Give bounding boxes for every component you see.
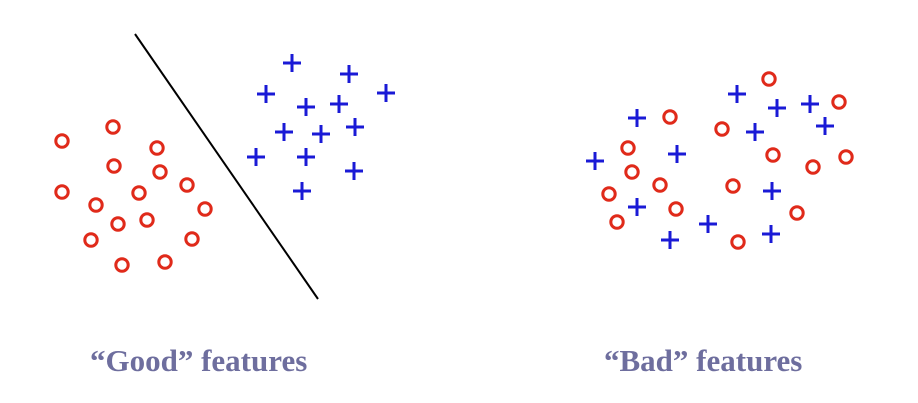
bad-features-scatter-plot <box>586 71 854 250</box>
plus-class-point <box>628 109 646 127</box>
plus-class-point <box>297 148 315 166</box>
circle-class-point <box>157 254 173 270</box>
circle-class-point <box>668 201 684 217</box>
circle-class-point <box>105 119 121 135</box>
circle-class-point <box>54 184 70 200</box>
circle-class-point <box>197 201 213 217</box>
plus-class-point <box>801 95 819 113</box>
bad-features-caption: “Bad” features <box>604 343 803 378</box>
plus-class-point <box>312 125 330 143</box>
circle-class-point <box>149 140 165 156</box>
circle-class-point <box>54 133 70 149</box>
circle-class-point <box>789 205 805 221</box>
plus-class-point <box>340 65 358 83</box>
circle-class-point <box>609 214 625 230</box>
plus-class-point <box>293 182 311 200</box>
plus-class-point <box>377 84 395 102</box>
circle-class-point <box>652 177 668 193</box>
circle-class-point <box>662 109 678 125</box>
circle-class-point <box>624 164 640 180</box>
circle-class-point <box>88 197 104 213</box>
plus-class-point <box>628 198 646 216</box>
circle-class-point <box>179 177 195 193</box>
plus-class-point <box>330 95 348 113</box>
circle-class-point <box>83 232 99 248</box>
plus-class-point <box>728 85 746 103</box>
plus-class-point <box>247 148 265 166</box>
plus-class-point <box>762 225 780 243</box>
circle-class-point <box>765 147 781 163</box>
circle-class-point <box>725 178 741 194</box>
circle-class-point <box>139 212 155 228</box>
circle-class-point <box>110 216 126 232</box>
circle-class-point <box>838 149 854 165</box>
plus-class-point <box>816 117 834 135</box>
plus-class-point <box>668 145 686 163</box>
plus-class-point <box>746 123 764 141</box>
circle-class-point <box>131 185 147 201</box>
plus-class-point <box>763 182 781 200</box>
plus-class-point <box>768 99 786 117</box>
circle-class-point <box>601 186 617 202</box>
plus-class-point <box>345 162 363 180</box>
bad-features-panel: “Bad” features <box>459 0 918 403</box>
good-features-caption: “Good” features <box>90 343 308 378</box>
good-features-scatter-plot <box>54 33 395 300</box>
circle-class-point <box>761 71 777 87</box>
separating-line <box>134 33 319 300</box>
plus-class-point <box>283 54 301 72</box>
circle-class-point <box>184 231 200 247</box>
circle-class-point <box>805 159 821 175</box>
plus-class-point <box>699 215 717 233</box>
plus-class-point <box>297 98 315 116</box>
circle-class-point <box>714 121 730 137</box>
good-features-panel: “Good” features <box>54 33 395 378</box>
circle-class-point <box>831 94 847 110</box>
plus-class-point <box>275 123 293 141</box>
circle-class-point <box>106 158 122 174</box>
plus-class-point <box>586 152 604 170</box>
circle-class-point <box>152 164 168 180</box>
circle-class-point <box>620 140 636 156</box>
plus-class-point <box>257 85 275 103</box>
plus-class-point <box>661 231 679 249</box>
circle-class-point <box>114 257 130 273</box>
plus-class-point <box>346 118 364 136</box>
circle-class-point <box>730 234 746 250</box>
